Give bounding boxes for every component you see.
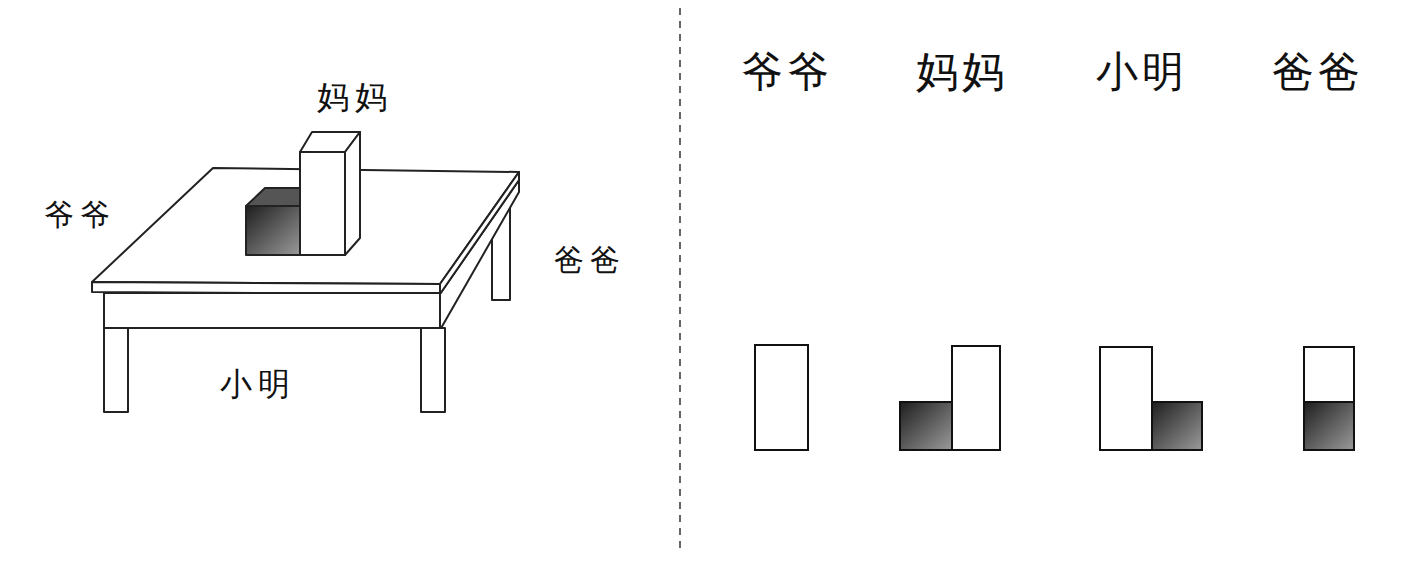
cube-top xyxy=(246,188,305,206)
box-side xyxy=(345,132,360,255)
view-heading: 小明 xyxy=(1096,51,1188,93)
person-label: 爷爷 xyxy=(44,200,116,230)
table-leg xyxy=(421,328,445,412)
view-heading: 妈妈 xyxy=(916,51,1008,93)
view-xiaoming-box xyxy=(1100,347,1152,450)
person-label: 小明 xyxy=(220,368,296,400)
white-box xyxy=(300,152,345,255)
person-label: 爸爸 xyxy=(554,245,626,275)
person-label: 妈妈 xyxy=(317,81,393,113)
view-dad-box xyxy=(1304,347,1354,402)
view-dad-cube xyxy=(1304,402,1354,450)
view-heading: 爸爸 xyxy=(1272,51,1364,93)
view-grandpa xyxy=(755,345,808,450)
table-edge xyxy=(440,172,519,294)
view-mom-cube xyxy=(900,402,952,450)
blocks xyxy=(246,132,360,255)
dark-cube xyxy=(246,206,300,255)
views xyxy=(755,345,1354,450)
table-leg xyxy=(104,328,128,412)
view-xiaoming-cube xyxy=(1152,402,1202,450)
view-heading: 爷爷 xyxy=(741,51,833,93)
divider xyxy=(679,8,681,548)
view-mom-box xyxy=(952,346,1000,450)
table-apron xyxy=(104,293,440,328)
